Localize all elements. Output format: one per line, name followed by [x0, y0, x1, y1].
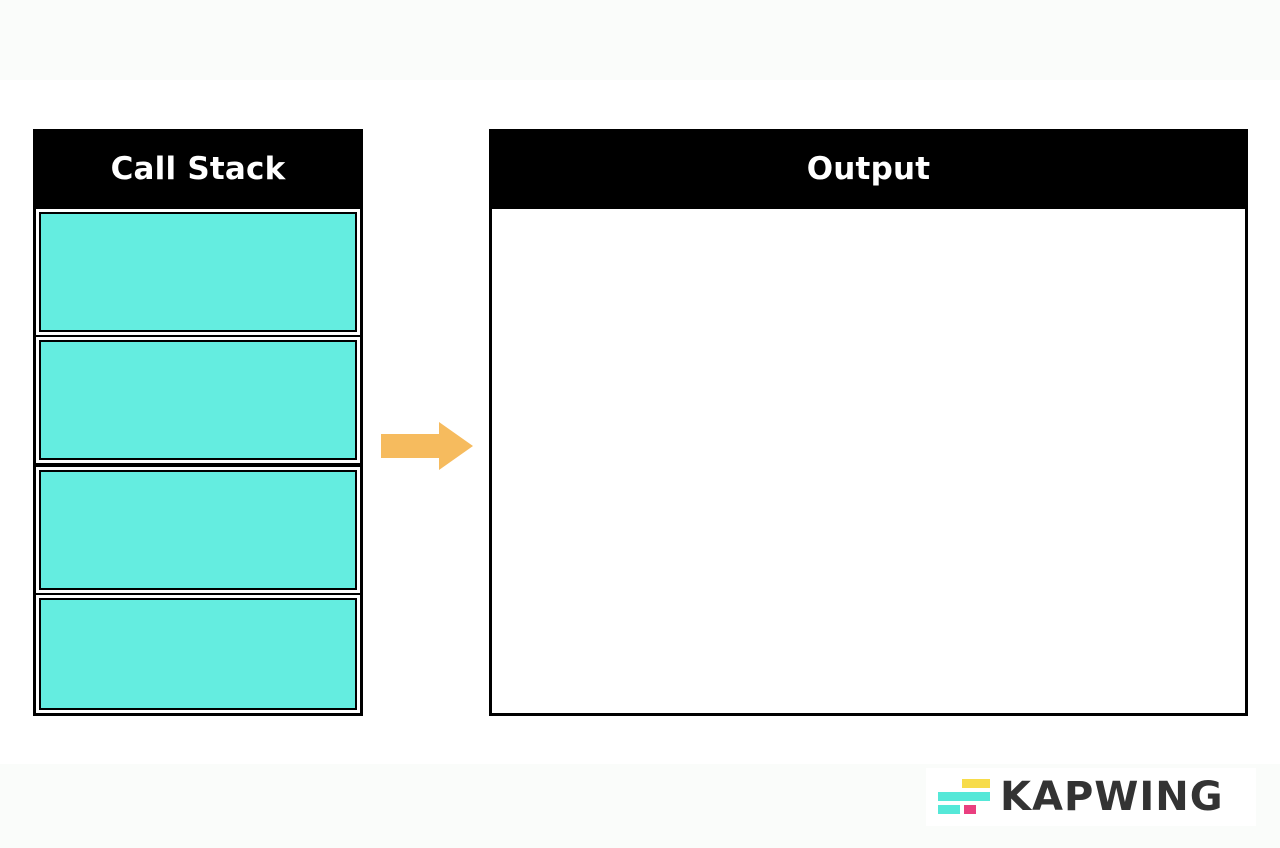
- kapwing-logo-icon: [938, 779, 990, 814]
- stack-frame-fill: [39, 598, 357, 710]
- kapwing-brand-text: KAPWING: [1000, 774, 1224, 820]
- output-area: [492, 209, 1245, 713]
- stack-frame: [36, 209, 360, 335]
- kapwing-watermark: KAPWING: [926, 768, 1256, 826]
- call-stack-frames: [36, 209, 360, 713]
- call-stack-panel: Call Stack: [33, 129, 363, 716]
- stack-frame-fill: [39, 340, 357, 460]
- right-arrow-icon: [381, 422, 473, 470]
- top-band: [0, 0, 1280, 80]
- output-title: Output: [806, 151, 931, 187]
- logo-bar-pink: [964, 805, 976, 814]
- stack-frame-fill: [39, 470, 357, 590]
- stack-frame: [36, 595, 360, 713]
- logo-bar-yellow: [962, 779, 990, 788]
- logo-bar-teal-short: [938, 805, 960, 814]
- stack-frame-fill: [39, 212, 357, 332]
- arrow-shape: [381, 422, 473, 470]
- output-panel: Output: [489, 129, 1248, 716]
- stack-frame: [36, 467, 360, 593]
- call-stack-title: Call Stack: [110, 151, 286, 187]
- logo-bar-teal: [938, 792, 990, 801]
- stack-frame: [36, 337, 360, 463]
